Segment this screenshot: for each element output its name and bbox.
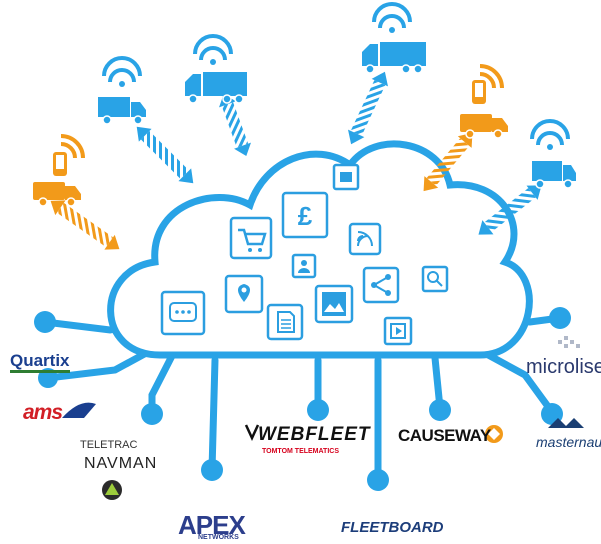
document-icon: [266, 303, 304, 341]
shopping-cart-icon: [229, 216, 273, 260]
arrow-van-left: [50, 200, 120, 250]
webfleet-tick-icon: [244, 424, 260, 441]
image-icon: [314, 284, 354, 324]
search-icon: [421, 265, 449, 293]
truck-icon-3: [362, 2, 426, 74]
apex-logo: APEX: [178, 510, 246, 540]
brand-marks: [62, 336, 584, 500]
causeway-logo: CAUSEWAY: [398, 426, 491, 445]
map-pin-icon: [224, 274, 264, 314]
arrow-truck-3: [348, 71, 388, 145]
van-icon-right: [460, 64, 508, 139]
fleetboard-logo: FLEETBOARD: [341, 519, 444, 536]
masternaut-logo-icon: [548, 418, 584, 428]
wifi-icon: [348, 222, 382, 256]
ams-swoosh-icon: [62, 402, 96, 418]
truck-icon-right: [530, 119, 576, 189]
ams-logo: ams: [23, 401, 63, 424]
arrow-truck-1: [136, 126, 194, 184]
navman-logo-icon: [102, 480, 122, 500]
calendar-icon: [332, 163, 360, 191]
van-icon-left: [33, 134, 85, 207]
teletrac-logo-text: TELETRAC: [80, 439, 138, 451]
connector-nodes: [34, 307, 571, 491]
svg-text:£: £: [298, 201, 313, 231]
quartix-logo: Quartix: [10, 352, 70, 373]
chat-icon: [160, 290, 206, 336]
apex-networks-text: NETWORKS: [198, 534, 239, 541]
app-icons: £: [160, 163, 449, 346]
striped-arrows: [50, 71, 542, 250]
pound-sign-icon: £: [281, 191, 329, 239]
node-webfleet: [307, 399, 329, 421]
masternaut-logo: masternaut: [536, 434, 601, 450]
microlise-logo: microlise: [526, 356, 601, 378]
node-causeway: [429, 399, 451, 421]
navman-logo-text: NAVMAN: [84, 455, 158, 472]
share-icon: [362, 266, 400, 304]
node-fleetboard: [367, 469, 389, 491]
webfleet-logo: WEBFLEET: [258, 424, 371, 445]
tomtom-telematics-text: TOMTOM TELEMATICS: [262, 448, 339, 455]
truck-icon-2: [185, 34, 247, 104]
vehicles: [33, 2, 576, 207]
connector-apex: [208, 356, 219, 474]
video-icon: [383, 316, 413, 346]
node-microlise: [549, 307, 571, 329]
connector-teletrac: [148, 346, 179, 416]
arrow-truck-right: [478, 185, 542, 235]
node-quartix: [34, 311, 56, 333]
node-ams: [38, 368, 58, 388]
user-icon: [291, 253, 317, 279]
arrow-van-right: [423, 132, 473, 192]
node-teletrac: [141, 403, 163, 425]
microlise-dots-icon: [558, 336, 580, 348]
causeway-logo-icon: [485, 425, 503, 443]
node-apex: [201, 459, 223, 481]
truck-icon-1: [98, 56, 146, 125]
